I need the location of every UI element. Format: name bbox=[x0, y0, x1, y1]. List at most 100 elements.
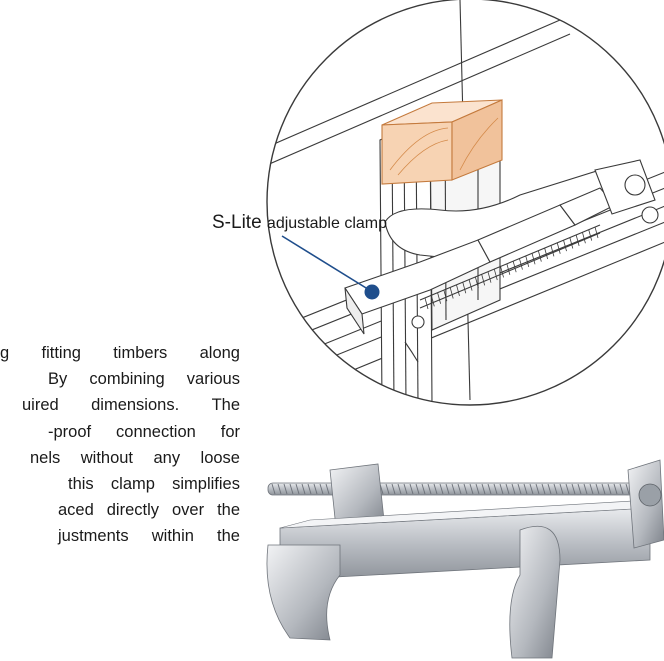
thread-tick bbox=[481, 274, 486, 286]
thread-tick bbox=[457, 483, 462, 495]
word: The bbox=[211, 396, 240, 414]
thread-tick bbox=[595, 483, 600, 495]
word: along bbox=[199, 344, 240, 362]
thread-tick bbox=[544, 247, 549, 260]
thread-tick bbox=[437, 292, 441, 304]
thread-tick bbox=[601, 483, 606, 495]
word: justments bbox=[58, 527, 129, 545]
thread-tick bbox=[575, 234, 580, 246]
thread-tick bbox=[468, 279, 473, 291]
word: directly bbox=[106, 501, 160, 519]
thread-tick bbox=[541, 483, 546, 495]
thread-tick bbox=[519, 258, 523, 270]
word: combining bbox=[89, 370, 165, 388]
body-line-6: this clamp simplifies bbox=[68, 471, 240, 498]
word: the bbox=[217, 501, 240, 519]
thread-tick bbox=[493, 483, 498, 495]
thread-tick bbox=[563, 240, 567, 252]
thread-tick bbox=[517, 483, 522, 495]
thread-tick bbox=[415, 483, 420, 495]
word: nels bbox=[30, 449, 61, 467]
word: for bbox=[220, 423, 240, 441]
word: dimensions. bbox=[91, 396, 180, 414]
thread-tick bbox=[325, 483, 330, 495]
thread-tick bbox=[512, 261, 517, 273]
thread-tick bbox=[588, 229, 593, 241]
thread-tick bbox=[283, 483, 288, 495]
thread-tick bbox=[511, 483, 516, 495]
word: g bbox=[0, 344, 10, 362]
body-line-8: justments within the bbox=[58, 523, 240, 550]
thread-tick bbox=[529, 483, 534, 495]
thread-tick bbox=[319, 483, 324, 495]
thread-tick bbox=[313, 483, 318, 495]
word: any bbox=[153, 449, 181, 467]
thread-tick bbox=[531, 253, 536, 265]
thread-tick bbox=[559, 483, 564, 495]
thread-tick bbox=[385, 483, 390, 495]
thread-tick bbox=[523, 483, 528, 495]
thread-tick bbox=[469, 483, 474, 495]
word: -proof bbox=[48, 423, 92, 441]
thread-tick bbox=[427, 483, 432, 495]
thread-tick bbox=[577, 483, 582, 495]
word: fitting bbox=[41, 344, 81, 362]
thread-tick bbox=[481, 483, 486, 495]
thread-tick bbox=[613, 483, 618, 495]
word: timbers bbox=[113, 344, 168, 362]
body-line-5: nels without any loose bbox=[30, 445, 240, 472]
thread-tick bbox=[295, 483, 300, 495]
thread-tick bbox=[391, 483, 396, 495]
word: within bbox=[151, 527, 194, 545]
thread-tick bbox=[421, 483, 426, 495]
thread-tick bbox=[277, 483, 282, 495]
callout-leader bbox=[281, 235, 372, 292]
thread-tick bbox=[463, 483, 468, 495]
thread-tick bbox=[424, 297, 429, 310]
thread-tick bbox=[443, 290, 448, 302]
thread-tick bbox=[556, 242, 561, 254]
body-line-3: uired dimensions. The bbox=[22, 392, 240, 419]
timber-block bbox=[381, 99, 503, 185]
word: simplifies bbox=[172, 475, 240, 493]
thread-tick bbox=[289, 483, 294, 495]
word: this bbox=[68, 475, 94, 493]
word: aced bbox=[58, 501, 94, 519]
thread-tick bbox=[594, 226, 599, 239]
thread-tick bbox=[439, 483, 444, 495]
thread-tick bbox=[433, 483, 438, 495]
thread-tick bbox=[449, 287, 454, 299]
thread-tick bbox=[445, 483, 450, 495]
thread-tick bbox=[409, 483, 414, 495]
thread-tick bbox=[397, 483, 402, 495]
word: clamp bbox=[110, 475, 155, 493]
thread-tick bbox=[553, 483, 558, 495]
thread-tick bbox=[456, 284, 460, 296]
thread-tick bbox=[625, 483, 630, 495]
thread-tick bbox=[535, 483, 540, 495]
clamp-body bbox=[344, 159, 659, 363]
thread-tick bbox=[583, 483, 588, 495]
thread-tick bbox=[500, 266, 504, 278]
word: without bbox=[80, 449, 134, 467]
thread-tick bbox=[474, 276, 479, 289]
clamp-photo bbox=[266, 459, 664, 659]
clamp-callout-label: S-Lite adjustable clamp bbox=[212, 212, 387, 234]
thread-tick bbox=[493, 268, 498, 281]
thread-tick bbox=[451, 483, 456, 495]
thread-tick bbox=[307, 483, 312, 495]
thread-tick bbox=[569, 237, 574, 249]
thread-tick bbox=[582, 232, 586, 244]
word: connection bbox=[116, 423, 196, 441]
thread-tick bbox=[525, 255, 530, 268]
thread-tick bbox=[487, 483, 492, 495]
thread-tick bbox=[506, 263, 511, 275]
word: loose bbox=[200, 449, 240, 467]
detail-circle bbox=[266, 0, 664, 406]
thread-tick bbox=[430, 295, 435, 307]
thread-tick bbox=[505, 483, 510, 495]
word: By bbox=[48, 370, 68, 388]
thread-tick bbox=[301, 483, 306, 495]
thread-tick bbox=[499, 483, 504, 495]
